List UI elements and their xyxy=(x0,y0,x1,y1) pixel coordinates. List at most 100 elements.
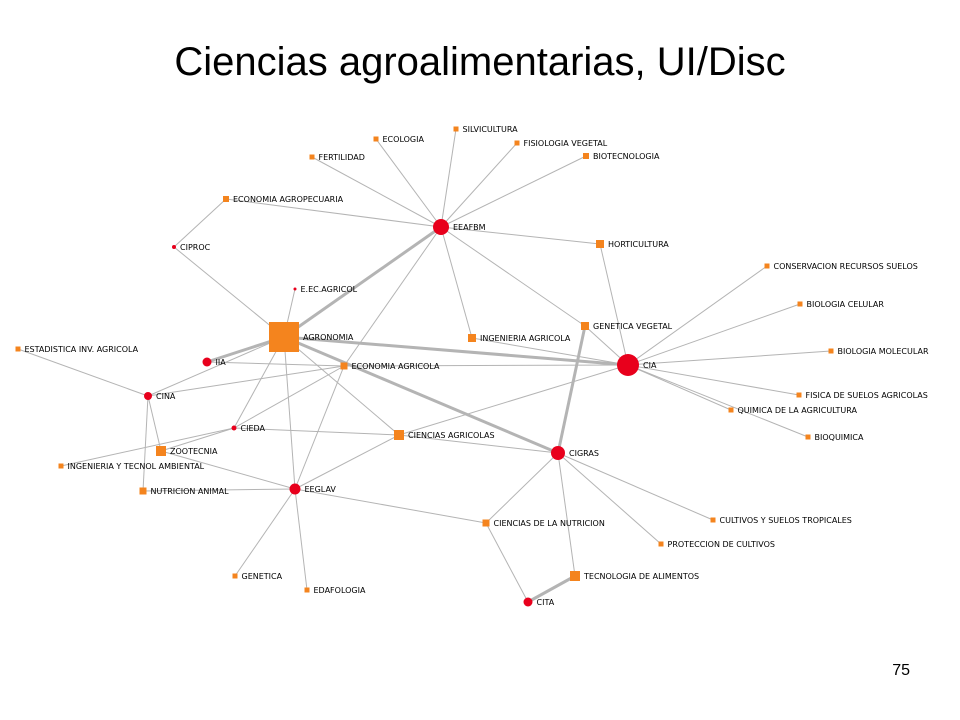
node-label: CIPROC xyxy=(180,243,211,252)
discipline-marker xyxy=(581,322,589,330)
node-ciencias-agricolas: CIENCIAS AGRICOLAS xyxy=(394,430,495,440)
edge-cia-quimica-agricultura xyxy=(627,364,732,411)
node-label: GENETICA xyxy=(242,572,283,581)
edge-eeglav-genetica xyxy=(234,488,296,577)
discipline-marker xyxy=(710,517,716,523)
edge-cia-ciencias-agricolas xyxy=(398,364,629,436)
discipline-marker xyxy=(232,573,238,579)
node-label: IIA xyxy=(216,358,227,367)
node-label: CIENCIAS AGRICOLAS xyxy=(408,431,495,440)
edge-cigras-tecnologia-alimentos xyxy=(557,452,576,577)
edge-eeglav-zootecnia xyxy=(160,450,296,490)
node-agronomia: AGRONOMIA xyxy=(269,322,354,352)
edge-cigras-proteccion-cultivos xyxy=(557,452,662,545)
node-cultivos-suelos: CULTIVOS Y SUELOS TROPICALES xyxy=(710,516,852,525)
edge-cigras-agronomia xyxy=(283,335,559,455)
discipline-marker xyxy=(796,392,802,398)
discipline-marker xyxy=(453,126,459,132)
node-label: EEGLAV xyxy=(305,485,337,494)
institution-marker xyxy=(202,357,212,367)
edge-cina-nutricion-animal xyxy=(142,395,149,492)
discipline-marker xyxy=(223,196,229,202)
edge-cieda-zootecnia xyxy=(160,427,235,452)
edge-cieda-economia-agricola xyxy=(233,365,345,429)
edge-eeafbm-silvicultura xyxy=(440,128,457,228)
node-label: ECONOMIA AGRICOLA xyxy=(352,362,440,371)
discipline-marker xyxy=(596,240,604,248)
edge-eeafbm-ingenieria-agricola xyxy=(440,226,473,339)
edge-ciproc-agronomia xyxy=(173,246,285,338)
node-cina: CINA xyxy=(144,392,176,401)
node-label: BIOQUIMICA xyxy=(815,433,865,442)
discipline-marker xyxy=(15,346,21,352)
edge-cina-economia-agricola xyxy=(147,365,345,397)
node-cigras: CIGRAS xyxy=(551,446,599,460)
discipline-marker xyxy=(583,153,589,159)
slide-title: Ciencias agroalimentarias, UI/Disc xyxy=(174,40,786,84)
node-cieda: CIEDA xyxy=(231,424,266,433)
edge-eeafbm-agronomia xyxy=(283,225,442,339)
edge-cia-bioquimica xyxy=(627,364,809,438)
node-eeafbm: EEAFBM xyxy=(433,219,486,235)
node-label: BIOLOGIA CELULAR xyxy=(807,300,885,309)
node-label: CIGRAS xyxy=(569,449,599,458)
discipline-marker xyxy=(805,434,811,440)
node-horticultura: HORTICULTURA xyxy=(596,240,669,249)
node-fisiologia-vegetal: FISIOLOGIA VEGETAL xyxy=(514,139,608,148)
discipline-marker xyxy=(797,301,803,307)
edge-cia-conservacion xyxy=(627,265,768,366)
discipline-marker xyxy=(309,154,315,160)
node-fisica-suelos: FISICA DE SUELOS AGRICOLAS xyxy=(796,391,928,400)
node-bioquimica: BIOQUIMICA xyxy=(805,433,865,442)
node-label: FERTILIDAD xyxy=(319,153,365,162)
node-genetica-vegetal: GENETICA VEGETAL xyxy=(581,322,673,331)
edge-cigras-ciencias-nutricion xyxy=(485,452,559,524)
node-quimica-agricultura: QUIMICA DE LA AGRICULTURA xyxy=(728,406,858,415)
edge-cigras-genetica-vegetal xyxy=(556,325,587,454)
node-label: ECOLOGIA xyxy=(383,135,425,144)
institution-marker xyxy=(433,219,449,235)
node-eeglav: EEGLAV xyxy=(289,483,337,495)
discipline-marker xyxy=(728,407,734,413)
edge-eeafbm-fertilidad xyxy=(311,156,442,228)
page-number: 75 xyxy=(892,662,910,679)
node-label: SILVICULTURA xyxy=(463,125,519,134)
edge-cita-ciencias-nutricion xyxy=(485,522,529,603)
node-label: BIOTECNOLOGIA xyxy=(593,152,660,161)
node-conservacion: CONSERVACION RECURSOS SUELOS xyxy=(764,262,918,271)
node-ecologia: ECOLOGIA xyxy=(373,135,425,144)
node-label: CINA xyxy=(156,392,176,401)
node-zootecnia: ZOOTECNIA xyxy=(156,446,218,456)
node-label: INGENIERIA AGRICOLA xyxy=(480,334,571,343)
institution-marker xyxy=(144,392,152,400)
discipline-marker xyxy=(139,487,147,495)
edge-eeglav-edafologia xyxy=(294,488,308,591)
edge-cia-agronomia xyxy=(283,335,629,367)
edge-eeglav-nutricion-animal xyxy=(142,488,296,492)
discipline-marker xyxy=(658,541,664,547)
node-label: EDAFOLOGIA xyxy=(314,586,366,595)
discipline-marker xyxy=(304,587,310,593)
edge-cia-biologia-molecular xyxy=(627,350,832,366)
node-economia-agricola: ECONOMIA AGRICOLA xyxy=(340,362,440,371)
node-label: ECONOMIA AGROPECUARIA xyxy=(233,195,344,204)
edge-eeglav-ciencias-agricolas xyxy=(294,434,400,490)
edge-ciproc-economia-agropecuaria xyxy=(173,198,227,248)
edge-eeglav-ciencias-nutricion xyxy=(294,488,487,524)
edge-cieda-ingenieria-tecnol xyxy=(60,427,235,467)
edge-eeafbm-fisiologia-vegetal xyxy=(440,142,518,228)
edge-cigras-ciencias-agricolas xyxy=(398,434,559,454)
node-label: HORTICULTURA xyxy=(608,240,669,249)
edge-cia-ingenieria-agricola xyxy=(471,337,629,366)
node-label: CULTIVOS Y SUELOS TROPICALES xyxy=(720,516,852,525)
discipline-marker xyxy=(514,140,520,146)
edge-iia-economia-agricola xyxy=(206,361,345,367)
discipline-marker xyxy=(482,519,490,527)
node-biotecnologia: BIOTECNOLOGIA xyxy=(583,152,660,161)
edge-eeglav-economia-agricola xyxy=(294,365,345,490)
institution-marker xyxy=(293,287,297,291)
node-label: INGENIERIA Y TECNOL AMBIENTAL xyxy=(68,462,205,471)
node-biologia-molecular: BIOLOGIA MOLECULAR xyxy=(828,347,929,356)
edge-eeafbm-genetica-vegetal xyxy=(440,226,586,327)
edge-eeafbm-biotecnologia xyxy=(440,155,587,228)
